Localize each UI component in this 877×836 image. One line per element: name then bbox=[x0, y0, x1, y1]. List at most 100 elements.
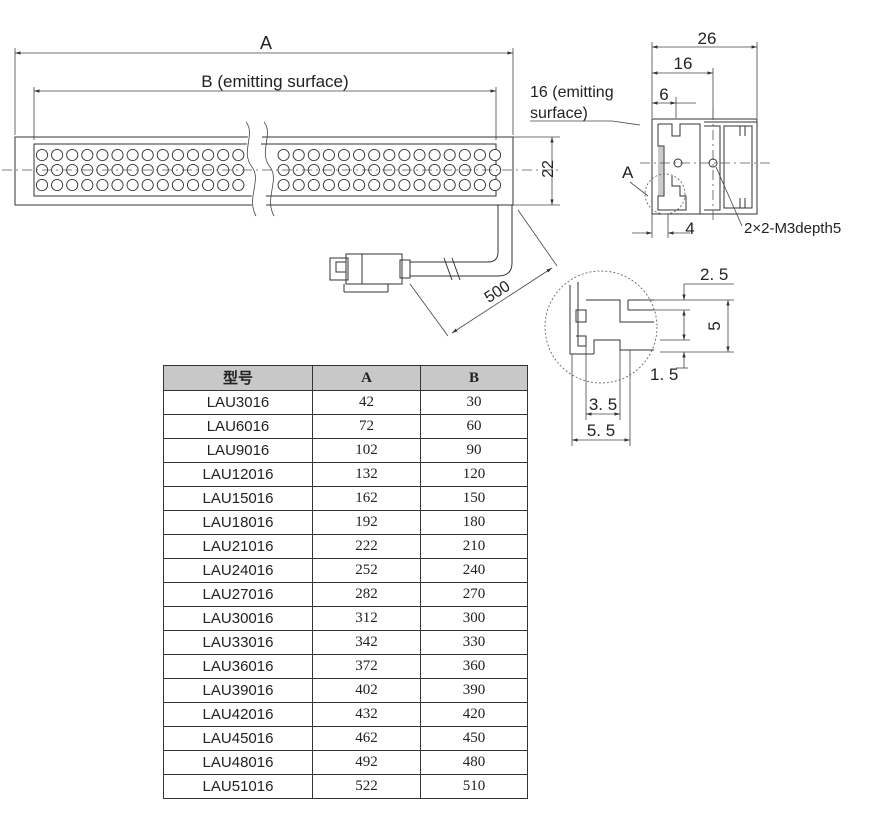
dim-16-label: 16 bbox=[674, 54, 693, 73]
a-cell: 492 bbox=[312, 750, 421, 775]
led-dot bbox=[368, 148, 381, 162]
model-cell: LAU30016 bbox=[163, 606, 313, 631]
led-dot bbox=[126, 148, 139, 162]
led-dot bbox=[458, 148, 471, 162]
led-dot bbox=[156, 178, 169, 192]
model-cell: LAU45016 bbox=[163, 726, 313, 751]
led-dot bbox=[337, 178, 351, 192]
led-dot bbox=[217, 148, 230, 162]
table-header-row: 型号 A B bbox=[163, 365, 528, 391]
b-cell: 240 bbox=[420, 558, 528, 583]
led-dot bbox=[428, 178, 441, 192]
b-cell: 60 bbox=[420, 414, 528, 439]
led-dot bbox=[398, 178, 411, 192]
led-dot bbox=[81, 178, 94, 192]
a-cell: 462 bbox=[312, 726, 421, 751]
a-cell: 162 bbox=[312, 486, 421, 511]
led-dot bbox=[141, 178, 154, 192]
led-dot bbox=[398, 148, 411, 162]
led-dot bbox=[186, 148, 200, 162]
detail-circle bbox=[544, 270, 658, 384]
led-dot bbox=[96, 148, 109, 162]
led-dot bbox=[66, 148, 79, 162]
model-cell: LAU42016 bbox=[163, 702, 313, 727]
a-cell: 42 bbox=[312, 390, 421, 415]
led-dot bbox=[292, 148, 305, 162]
led-dot bbox=[488, 148, 502, 162]
led-dot bbox=[126, 178, 139, 192]
a-cell: 132 bbox=[312, 462, 421, 487]
model-cell: LAU27016 bbox=[163, 582, 313, 607]
led-dot bbox=[66, 178, 79, 192]
model-cell: LAU51016 bbox=[163, 774, 313, 799]
led-dot bbox=[292, 178, 305, 192]
led-dot bbox=[186, 178, 200, 192]
model-cell: LAU39016 bbox=[163, 678, 313, 703]
a-cell: 102 bbox=[312, 438, 421, 463]
led-dot bbox=[277, 148, 290, 162]
cable bbox=[410, 205, 499, 263]
detail-view: 2. 5 5 1. 5 3. 5 5. 5 bbox=[544, 265, 734, 446]
b-cell: 90 bbox=[420, 438, 528, 463]
led-dot bbox=[81, 148, 94, 162]
dim-26-label: 26 bbox=[698, 29, 717, 48]
model-cell: LAU6016 bbox=[163, 414, 313, 439]
led-dot bbox=[111, 178, 124, 192]
a-cell: 192 bbox=[312, 510, 421, 535]
dim-1-5-label: 1. 5 bbox=[650, 365, 678, 384]
model-cell: LAU15016 bbox=[163, 486, 313, 511]
b-cell: 120 bbox=[420, 462, 528, 487]
b-cell: 450 bbox=[420, 726, 528, 751]
profile-outline bbox=[651, 118, 758, 215]
header-a: A bbox=[312, 365, 421, 391]
screw-note: 2×2-M3depth5 bbox=[744, 220, 841, 237]
dim-5-label: 5 bbox=[705, 321, 724, 330]
led-dot bbox=[156, 148, 169, 162]
led-dot bbox=[458, 178, 471, 192]
led-dot bbox=[51, 148, 64, 162]
a-cell: 282 bbox=[312, 582, 421, 607]
b-cell: 210 bbox=[420, 534, 528, 559]
led-dot bbox=[428, 148, 441, 162]
b-cell: 360 bbox=[420, 654, 528, 679]
led-dot bbox=[111, 148, 124, 162]
dim-3-5-label: 3. 5 bbox=[589, 395, 617, 414]
front-view: A B (emitting surface) 22 bbox=[2, 33, 560, 337]
a-cell: 252 bbox=[312, 558, 421, 583]
b-cell: 510 bbox=[420, 774, 528, 799]
model-cell: LAU36016 bbox=[163, 654, 313, 679]
led-dot bbox=[202, 148, 215, 162]
a-cell: 312 bbox=[312, 606, 421, 631]
model-cell: LAU24016 bbox=[163, 558, 313, 583]
led-dot bbox=[383, 178, 396, 192]
detail-a-label: A bbox=[622, 163, 634, 182]
model-cell: LAU33016 bbox=[163, 630, 313, 655]
led-dot bbox=[307, 178, 320, 192]
led-dot bbox=[277, 178, 290, 192]
b-cell: 330 bbox=[420, 630, 528, 655]
model-cell: LAU3016 bbox=[163, 390, 313, 415]
dim-16-emitting-label: 16 (emitting surface) bbox=[530, 84, 618, 122]
led-dot bbox=[322, 148, 335, 162]
b-cell: 390 bbox=[420, 678, 528, 703]
led-dot bbox=[141, 148, 154, 162]
led-dot bbox=[232, 178, 245, 192]
a-cell: 342 bbox=[312, 630, 421, 655]
led-dot bbox=[353, 178, 366, 192]
led-dot bbox=[488, 178, 502, 192]
dim-b-label: B (emitting surface) bbox=[201, 72, 348, 91]
b-cell: 420 bbox=[420, 702, 528, 727]
b-cell: 30 bbox=[420, 390, 528, 415]
led-dot bbox=[473, 178, 486, 192]
b-cell: 300 bbox=[420, 606, 528, 631]
